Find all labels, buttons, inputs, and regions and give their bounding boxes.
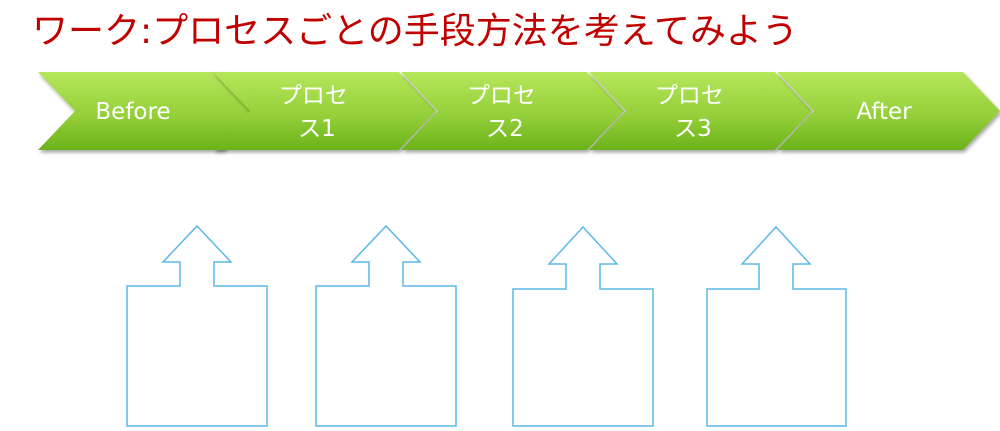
up-arrow-box-icon[interactable] <box>126 224 268 427</box>
chevron-step-after: After <box>777 72 1000 150</box>
step-label-process-1: プロセ ス1 <box>279 83 355 142</box>
page-title: ワーク:プロセスごとの手段方法を考えてみよう <box>32 11 798 52</box>
chevron-step-process-2: プロセ ス2 <box>401 72 624 150</box>
chevron-step-process-3: プロセ ス3 <box>589 72 812 150</box>
step-label-process-3: プロセ ス3 <box>655 83 731 142</box>
up-arrow-box-icon[interactable] <box>706 225 847 427</box>
up-arrow-box-icon[interactable] <box>512 225 654 427</box>
step-label-line: ス1 <box>298 116 336 142</box>
step-label-line: After <box>856 99 912 125</box>
step-label-line: プロセ <box>467 83 536 109</box>
step-label-line: プロセ <box>655 83 724 109</box>
step-label-process-2: プロセ ス2 <box>467 83 543 142</box>
up-arrow-box-icon[interactable] <box>315 224 457 427</box>
chevron-step-before: Before <box>38 72 260 150</box>
step-label-line: プロセ <box>279 83 348 109</box>
chevron-step-process-1: プロセ ス1 <box>213 72 436 150</box>
step-label-before: Before <box>95 99 170 125</box>
step-label-line: ス3 <box>674 116 712 142</box>
step-label-line: Before <box>95 99 170 125</box>
step-label-line: ス2 <box>486 116 524 142</box>
step-label-after: After <box>856 99 912 125</box>
